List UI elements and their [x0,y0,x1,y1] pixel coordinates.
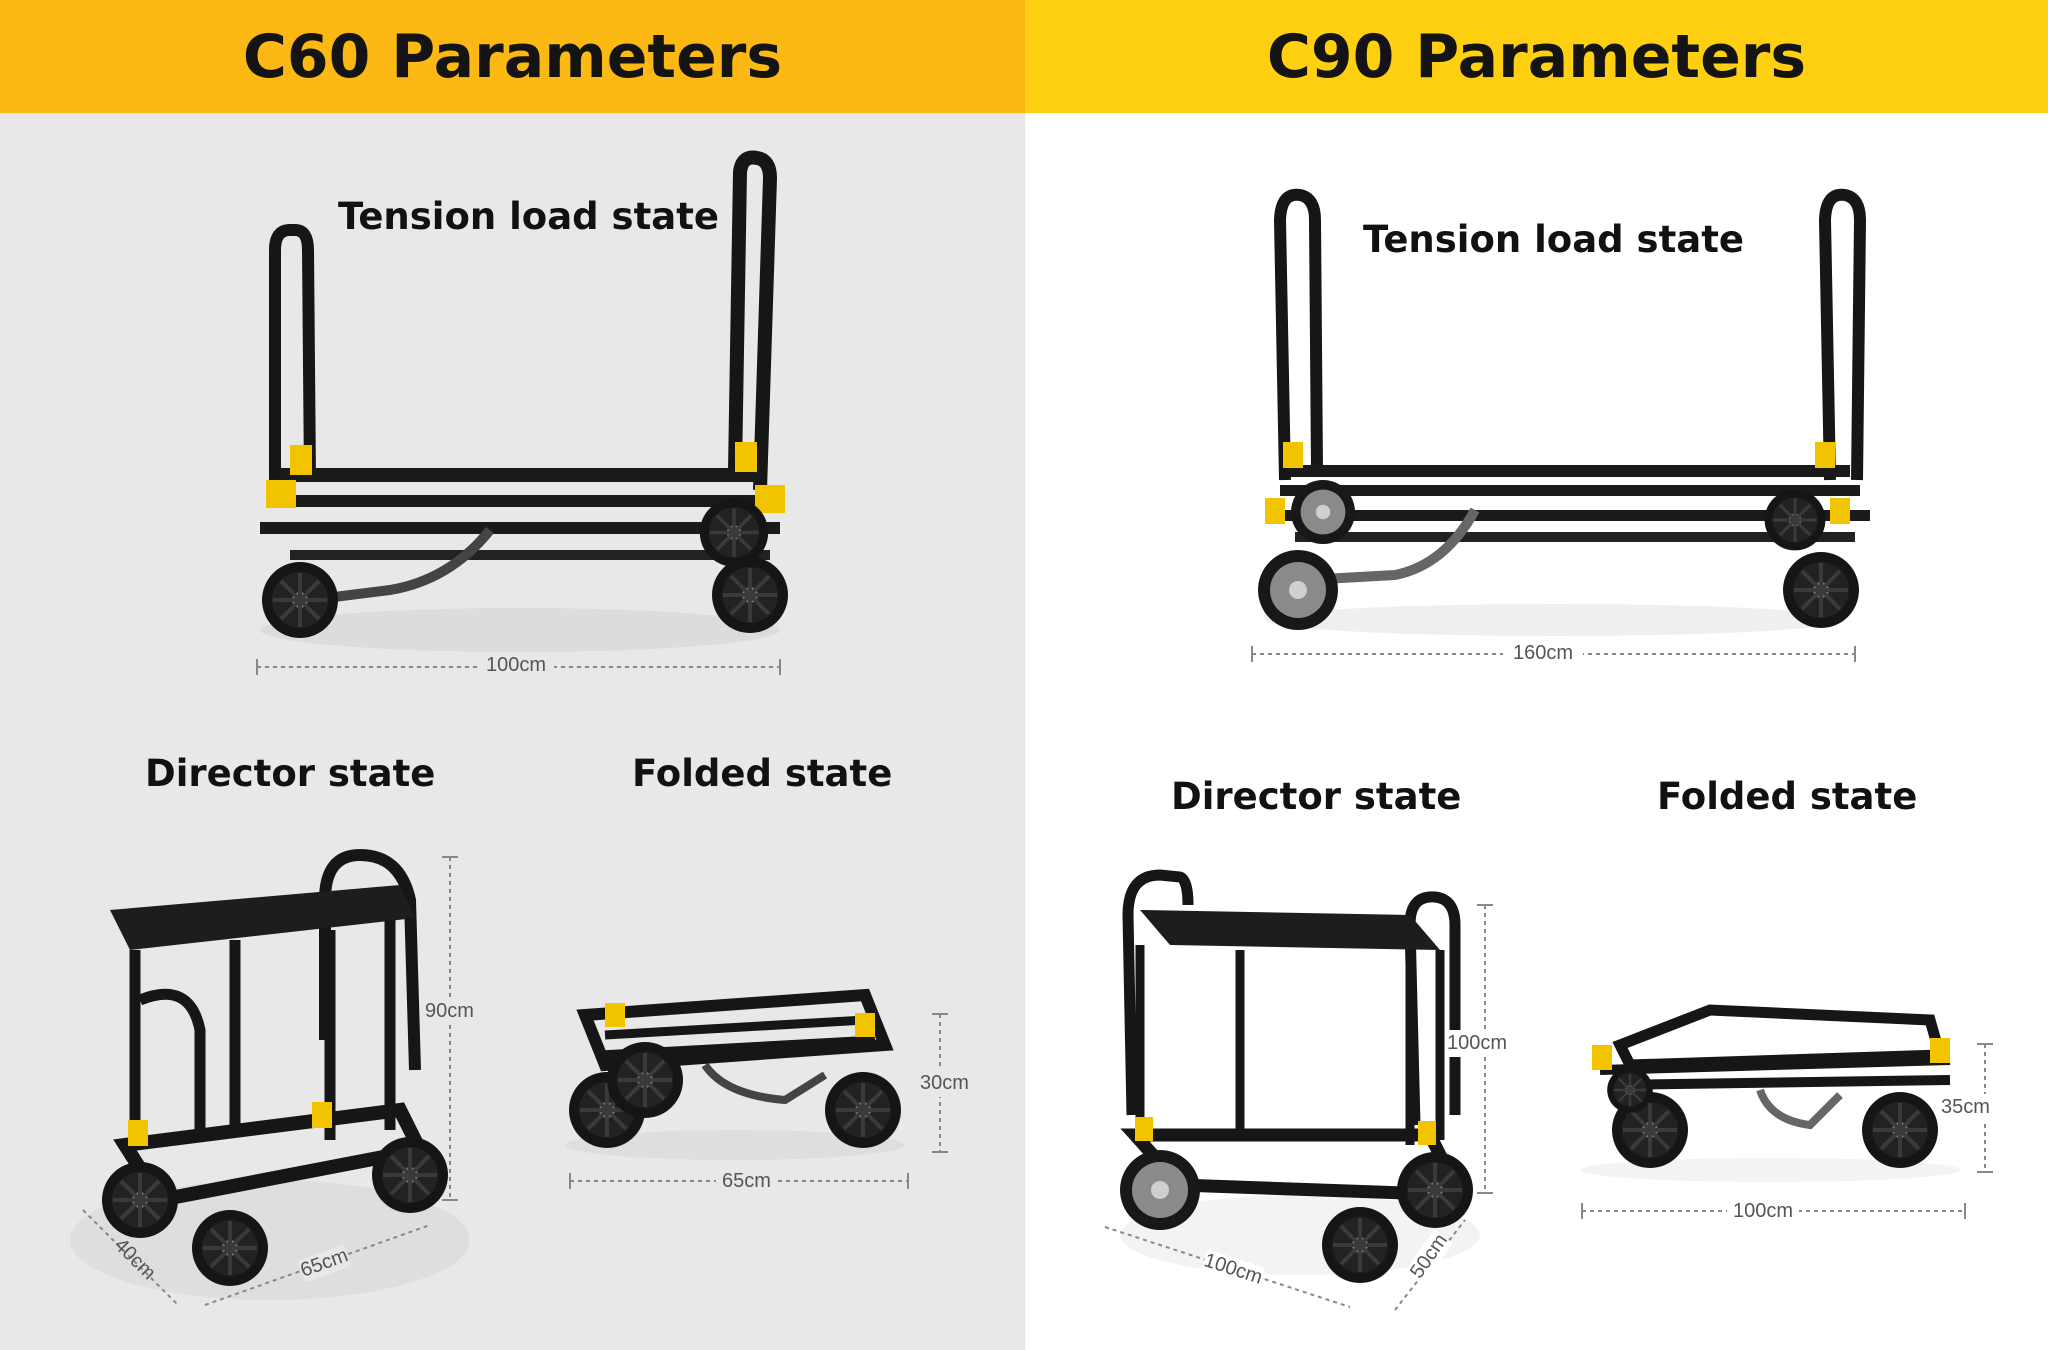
c90-director-cart-image [1120,869,1480,1285]
c60-tension-label: Tension load state [338,195,720,238]
c60-header: C60 Parameters [0,0,1025,113]
c90-folded-width-line [1581,1203,1966,1219]
c90-folded-height: 35cm [1941,1094,1990,1121]
c60-director-height-line [442,856,458,1201]
c90-folded-width: 100cm [1727,1200,1800,1223]
c60-folded-height-line [932,1013,948,1153]
c60-folded-width: 65cm [716,1170,777,1193]
c60-folded-height: 30cm [920,1070,969,1097]
c90-folded-cart-image [1580,1004,1960,1182]
c90-tension-dimension-line [1251,646,1856,662]
c90-tension-cart-image [1258,188,1870,636]
c60-tension-dimension-line [256,659,781,675]
c90-tension-width: 160cm [1503,642,1584,665]
c90-header: C90 Parameters [1025,0,2048,113]
c60-director-label: Director state [145,752,436,795]
c90-tension-label: Tension load state [1363,218,1745,261]
c60-director-height: 90cm [425,998,474,1025]
c60-panel: C60 Parameters Tension load state 100cm … [0,0,1025,1350]
c90-panel: C90 Parameters Tension load state 160cm … [1025,0,2048,1350]
c60-director-depth-line [82,1209,179,1306]
c90-folded-label: Folded state [1657,775,1918,818]
c60-tension-width: 100cm [478,654,555,677]
c60-director-cart-image [70,848,470,1300]
c60-folded-cart-image [565,988,905,1160]
c90-director-label: Director state [1171,775,1462,818]
c60-folded-label: Folded state [632,752,893,795]
c60-tension-cart-image [260,150,790,652]
c90-director-height: 100cm [1447,1030,1508,1057]
